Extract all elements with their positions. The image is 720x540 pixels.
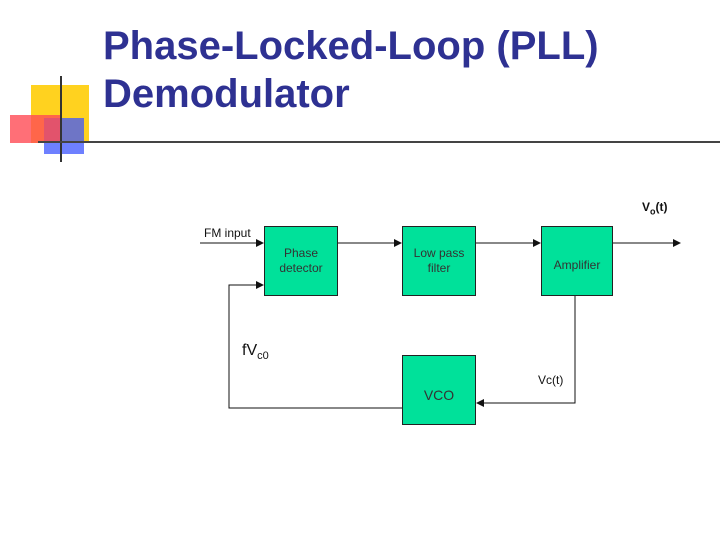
low-pass-filter-label-line2: filter xyxy=(427,261,451,275)
slide-title: Phase-Locked-Loop (PLL) Demodulator xyxy=(103,22,703,118)
vco-block: VCO xyxy=(402,355,476,425)
phase-detector-block: Phase detector xyxy=(264,226,338,296)
title-underline xyxy=(38,141,720,143)
output-label-suffix: (t) xyxy=(655,200,668,214)
output-label-sub: o xyxy=(650,206,656,217)
decor-red-square xyxy=(10,115,62,143)
vco-label: VCO xyxy=(423,386,455,403)
free-running-label-main: fV xyxy=(242,342,258,359)
slide-title-line2: Demodulator xyxy=(103,72,350,116)
phase-detector-label-line1: Phase xyxy=(283,246,318,260)
output-label-main: V xyxy=(642,200,651,214)
slide-title-line1: Phase-Locked-Loop (PLL) xyxy=(103,24,599,68)
fm-input-label: FM input xyxy=(204,226,251,240)
free-running-frequency-label: fVc0 xyxy=(242,342,269,362)
phase-detector-label-line2: detector xyxy=(279,261,323,275)
low-pass-filter-label-line1: Low pass xyxy=(413,246,465,260)
free-running-label-sub: c0 xyxy=(257,350,269,363)
control-feedback-arrow xyxy=(476,296,576,407)
amplifier-label: Amplifier xyxy=(553,257,601,272)
output-label: Vo(t) xyxy=(642,200,668,216)
low-pass-filter-block: Low pass filter xyxy=(402,226,476,296)
decor-vertical-rule xyxy=(60,76,62,162)
amplifier-block: Amplifier xyxy=(541,226,613,296)
vco-feedback-arrow xyxy=(228,281,402,409)
control-voltage-label: Vc(t) xyxy=(538,373,564,387)
